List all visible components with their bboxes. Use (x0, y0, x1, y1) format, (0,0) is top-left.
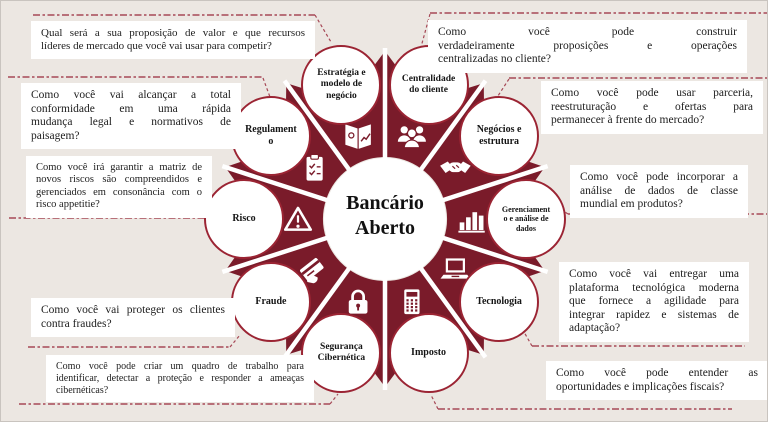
callout-estrategia-line: Qual será a sua proposição de valor e qu… (41, 27, 305, 39)
segment-label-estrategia: Estratégia e modelo de negócio (317, 67, 366, 101)
wedge-divider-line (440, 235, 549, 274)
callout-tecnologia-line: plataforma tecnológica moderna (569, 281, 739, 294)
callout-risco-line: gerenciados em consonância com o (36, 186, 202, 198)
callout-gerenciamento-line: análise de dados de classe (580, 184, 738, 197)
wedge-divider-line (417, 265, 488, 359)
callout-seguranca-line: cibernéticas? (56, 384, 109, 396)
callout-tecnologia-line: adaptação? (569, 322, 621, 335)
segment-circle-tecnologia: Tecnologia (459, 261, 540, 342)
callout-imposto-line: oportunidades e implicações fiscais? (556, 380, 725, 393)
segment-label-tecnologia: Tecnologia (476, 295, 522, 307)
callout-imposto-line: Como você pode entender as (556, 367, 758, 379)
callout-gerenciamento-line: Como você pode incorporar a (580, 171, 738, 183)
segment-circle-gerenciamento: Gerenciament o e análise de dados (486, 179, 566, 259)
callout-centralidade-line: Como você pode construir (438, 26, 737, 38)
segment-circle-fraude: Fraude (230, 261, 311, 342)
leader-line-seguranca (329, 393, 339, 405)
callout-seguranca-line: Como você pode criar um quadro de trabal… (56, 361, 304, 372)
leader-line-estrategia (314, 14, 332, 43)
segment-circle-imposto: Imposto (388, 313, 469, 394)
segment-label-fraude: Fraude (255, 295, 287, 307)
callout-seguranca-line: identificar, detectar a proteção e respo… (56, 372, 304, 384)
leader-line-imposto (430, 394, 439, 410)
wedge-divider-line (282, 265, 353, 359)
segment-label-seguranca: Segurança Cibernética (317, 341, 366, 364)
callout-risco-line: novos riscos são compreendidos e (36, 174, 202, 186)
laptop-icon (440, 258, 471, 279)
warning-triangle-icon (283, 206, 313, 231)
padlock-icon (348, 289, 368, 314)
callout-centralidade-line: centralizadas no cliente? (438, 53, 552, 66)
callout-fraude-line: Como você vai proteger os clientes (41, 304, 225, 316)
callout-tecnologia-line: que fornece a agilidade para (569, 295, 739, 308)
callout-fraude-line: contra fraudes? (41, 317, 112, 330)
book-chart-icon (345, 124, 371, 150)
callout-regulamento-line: conformidade em uma rápida (31, 102, 231, 115)
clipboard-icon (306, 153, 323, 181)
callout-estrategia-line: líderes de mercado que você vai usar par… (41, 39, 272, 52)
wheel-center-title: Bancário Aberto (346, 192, 424, 239)
segment-label-negocios: Negócios e estrutura (476, 124, 522, 148)
people-icon (397, 126, 426, 149)
wedge-divider-line (221, 164, 330, 203)
wedge-divider-line (221, 235, 330, 274)
callout-tecnologia-line: Como você vai entregar uma (569, 268, 739, 280)
card-fraud-icon (300, 258, 324, 284)
wedge-divider-line (440, 164, 549, 203)
callout-risco-line: risco appetitie? (36, 199, 100, 211)
callout-negocios-line: reestruturação e ofertas para (551, 100, 753, 113)
callout-gerenciamento-line: mundial em produtos? (580, 198, 683, 211)
callout-regulamento-line: Como você vai alcançar a total (31, 89, 231, 101)
segment-circle-risco: Risco (204, 179, 284, 259)
callout-tecnologia-line: integrar rapidez e sistemas de (569, 308, 739, 321)
segment-circle-seguranca: Segurança Cibernética (301, 313, 382, 394)
callout-negocios-line: permanecer à frente do mercado? (551, 114, 705, 127)
callout-risco-line: Como você irá garantir a matriz de (36, 162, 202, 173)
segment-label-regulamento: Regulament o (245, 124, 297, 148)
leader-line-tecnologia (523, 331, 533, 347)
segment-circle-negocios: Negócios e estrutura (459, 96, 540, 177)
segment-label-gerenciamento: Gerenciament o e análise de dados (501, 204, 551, 233)
bar-chart-icon (458, 212, 485, 233)
segment-circle-regulamento: Regulament o (230, 96, 311, 177)
callout-centralidade-line: verdadeiramente proposições e operações (438, 39, 737, 52)
callout-seguranca: Como você pode criar um quadro de trabal… (46, 355, 314, 403)
wheel-center-circle (324, 158, 446, 280)
calculator-icon (404, 289, 420, 315)
segment-label-imposto: Imposto (411, 347, 447, 359)
segment-label-centralidade: Centralidade do cliente (401, 73, 456, 95)
leader-line-regulamento (262, 77, 271, 98)
handshake-icon (440, 161, 471, 173)
leader-line-centralidade (420, 13, 431, 48)
callout-regulamento-line: mudança legal e normativos de (31, 116, 231, 129)
segment-label-risco: Risco (232, 213, 256, 224)
callout-negocios-line: Como você pode usar parceria, (551, 87, 753, 99)
callout-estrategia: Qual será a sua proposição de valor e qu… (31, 21, 315, 59)
wedge-divider-line (282, 79, 353, 173)
callout-regulamento-line: paisagem? (31, 129, 80, 142)
wedge-divider-line (417, 79, 488, 173)
callout-negocios: Como você pode usar parceria,reestrutura… (541, 81, 763, 134)
leader-line-fraude (229, 334, 241, 348)
